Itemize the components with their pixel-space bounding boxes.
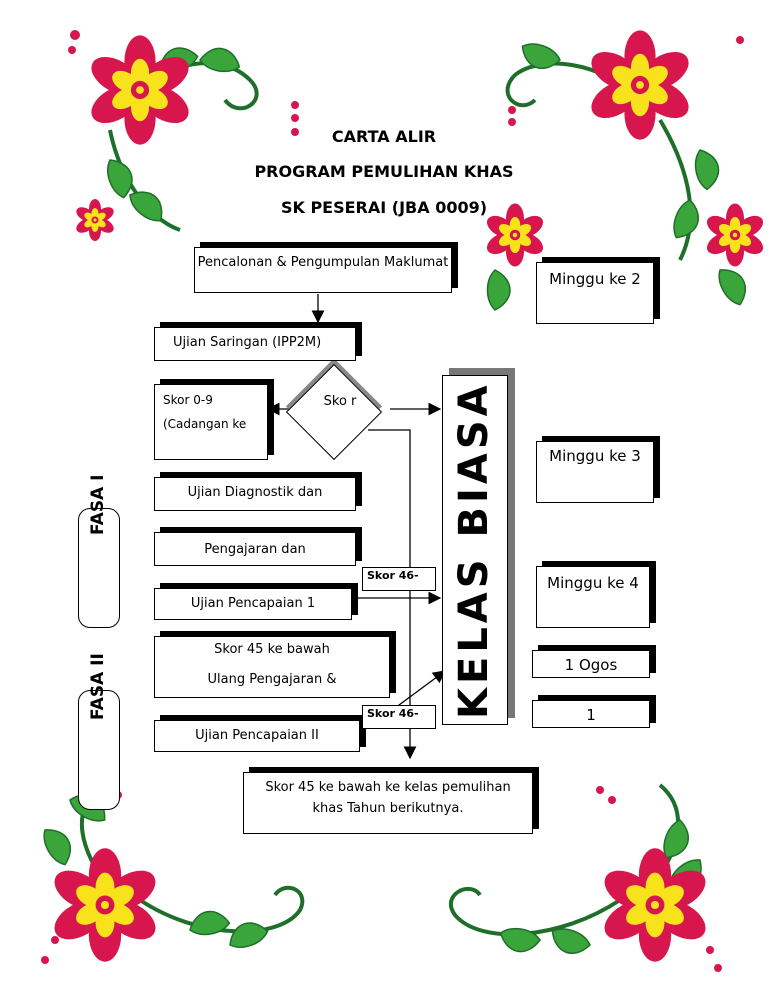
skor45-line2: Ulang Pengajaran & <box>207 672 337 687</box>
box-skor-0-9: Skor 0-9 (Cadangan ke <box>154 384 268 460</box>
kelas-biasa-label: KELAS BIASA <box>451 381 497 719</box>
box-diagnostik: Ujian Diagnostik dan <box>154 477 356 511</box>
timeline-minggu-2: Minggu ke 2 <box>536 262 654 324</box>
flower-icon <box>68 30 299 241</box>
decision-label: Sko r <box>323 394 357 409</box>
title-line-3: SK PESERAI (JBA 0009) <box>280 198 488 217</box>
arrow-to-kelas-3 <box>394 670 447 709</box>
box-skor-45: Skor 45 ke bawah Ulang Pengajaran & <box>154 636 390 698</box>
title-line-1: CARTA ALIR <box>331 127 437 146</box>
timeline-minggu-4: Minggu ke 4 <box>536 566 650 628</box>
box-final: Skor 45 ke bawah ke kelas pemulihan khas… <box>243 772 533 834</box>
fasa-2-frame <box>78 690 120 810</box>
box-pencapaian-1: Ujian Pencapaian 1 <box>154 588 352 620</box>
label-skor-46-b: Skor 46- <box>362 705 436 729</box>
box-pengajaran: Pengajaran dan <box>154 532 356 566</box>
skor09-line2: (Cadangan ke <box>163 417 247 431</box>
timeline-minggu-3: Minggu ke 3 <box>536 441 654 503</box>
title-line-2: PROGRAM PEMULIHAN KHAS <box>254 162 514 181</box>
box-pencalonan: Pencalonan & Pengumpulan Maklumat <box>194 247 452 293</box>
timeline-one: 1 <box>532 700 650 728</box>
flower-icon <box>483 30 767 311</box>
arrow-to-final <box>368 429 417 760</box>
skor45-line1: Skor 45 ke bawah <box>214 642 330 657</box>
skor09-line1: Skor 0-9 <box>163 393 213 407</box>
kelas-biasa-box: KELAS BIASA <box>442 375 508 725</box>
box-saringan: Ujian Saringan (IPP2M) <box>154 327 356 361</box>
label-skor-46-a: Skor 46- <box>362 567 436 591</box>
timeline-ogos: 1 Ogos <box>532 650 650 678</box>
fasa-1-frame <box>78 508 120 628</box>
box-pencapaian-2: Ujian Pencapaian II <box>154 720 360 752</box>
flower-icon <box>448 783 722 972</box>
